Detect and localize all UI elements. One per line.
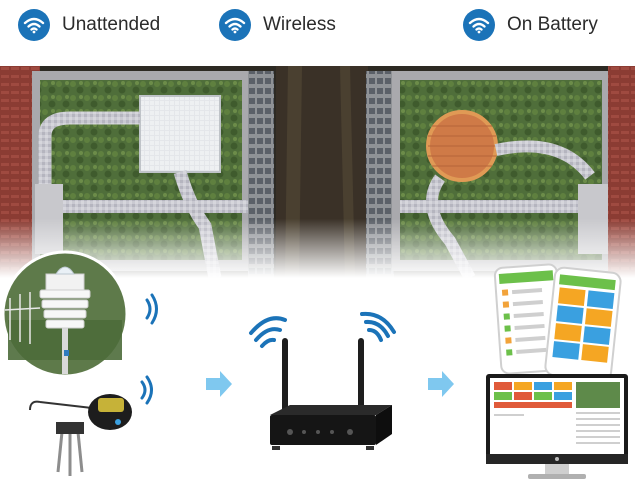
soil-sensor-photo: [29, 394, 132, 476]
wifi-signal-icon: [249, 316, 287, 348]
desktop-monitor: [486, 374, 628, 479]
flow-arrow-icon: [428, 371, 454, 397]
flow-arrow-icon: [206, 371, 232, 397]
device-flow-diagram: [1, 250, 628, 479]
wifi-signal-icon: [360, 311, 396, 342]
feature-on-battery: On Battery: [463, 8, 598, 42]
feature-header: Unattended Wireless On Battery: [0, 0, 635, 64]
mobile-app-screens: [493, 263, 622, 382]
feature-unattended: Unattended: [18, 8, 160, 42]
aerial-garden-photo: [0, 66, 635, 278]
feature-label: On Battery: [507, 14, 598, 35]
feature-wireless: Wireless: [219, 8, 336, 42]
signal-waves-icon: [140, 375, 153, 405]
gateway-router-photo: [270, 338, 392, 450]
weather-station-photo: [1, 250, 129, 378]
feature-label: Unattended: [62, 14, 161, 35]
wifi-icon: [18, 9, 50, 41]
signal-waves-icon: [145, 293, 158, 325]
wifi-icon: [463, 9, 495, 41]
feature-label: Wireless: [263, 14, 336, 35]
wifi-icon: [219, 9, 251, 41]
